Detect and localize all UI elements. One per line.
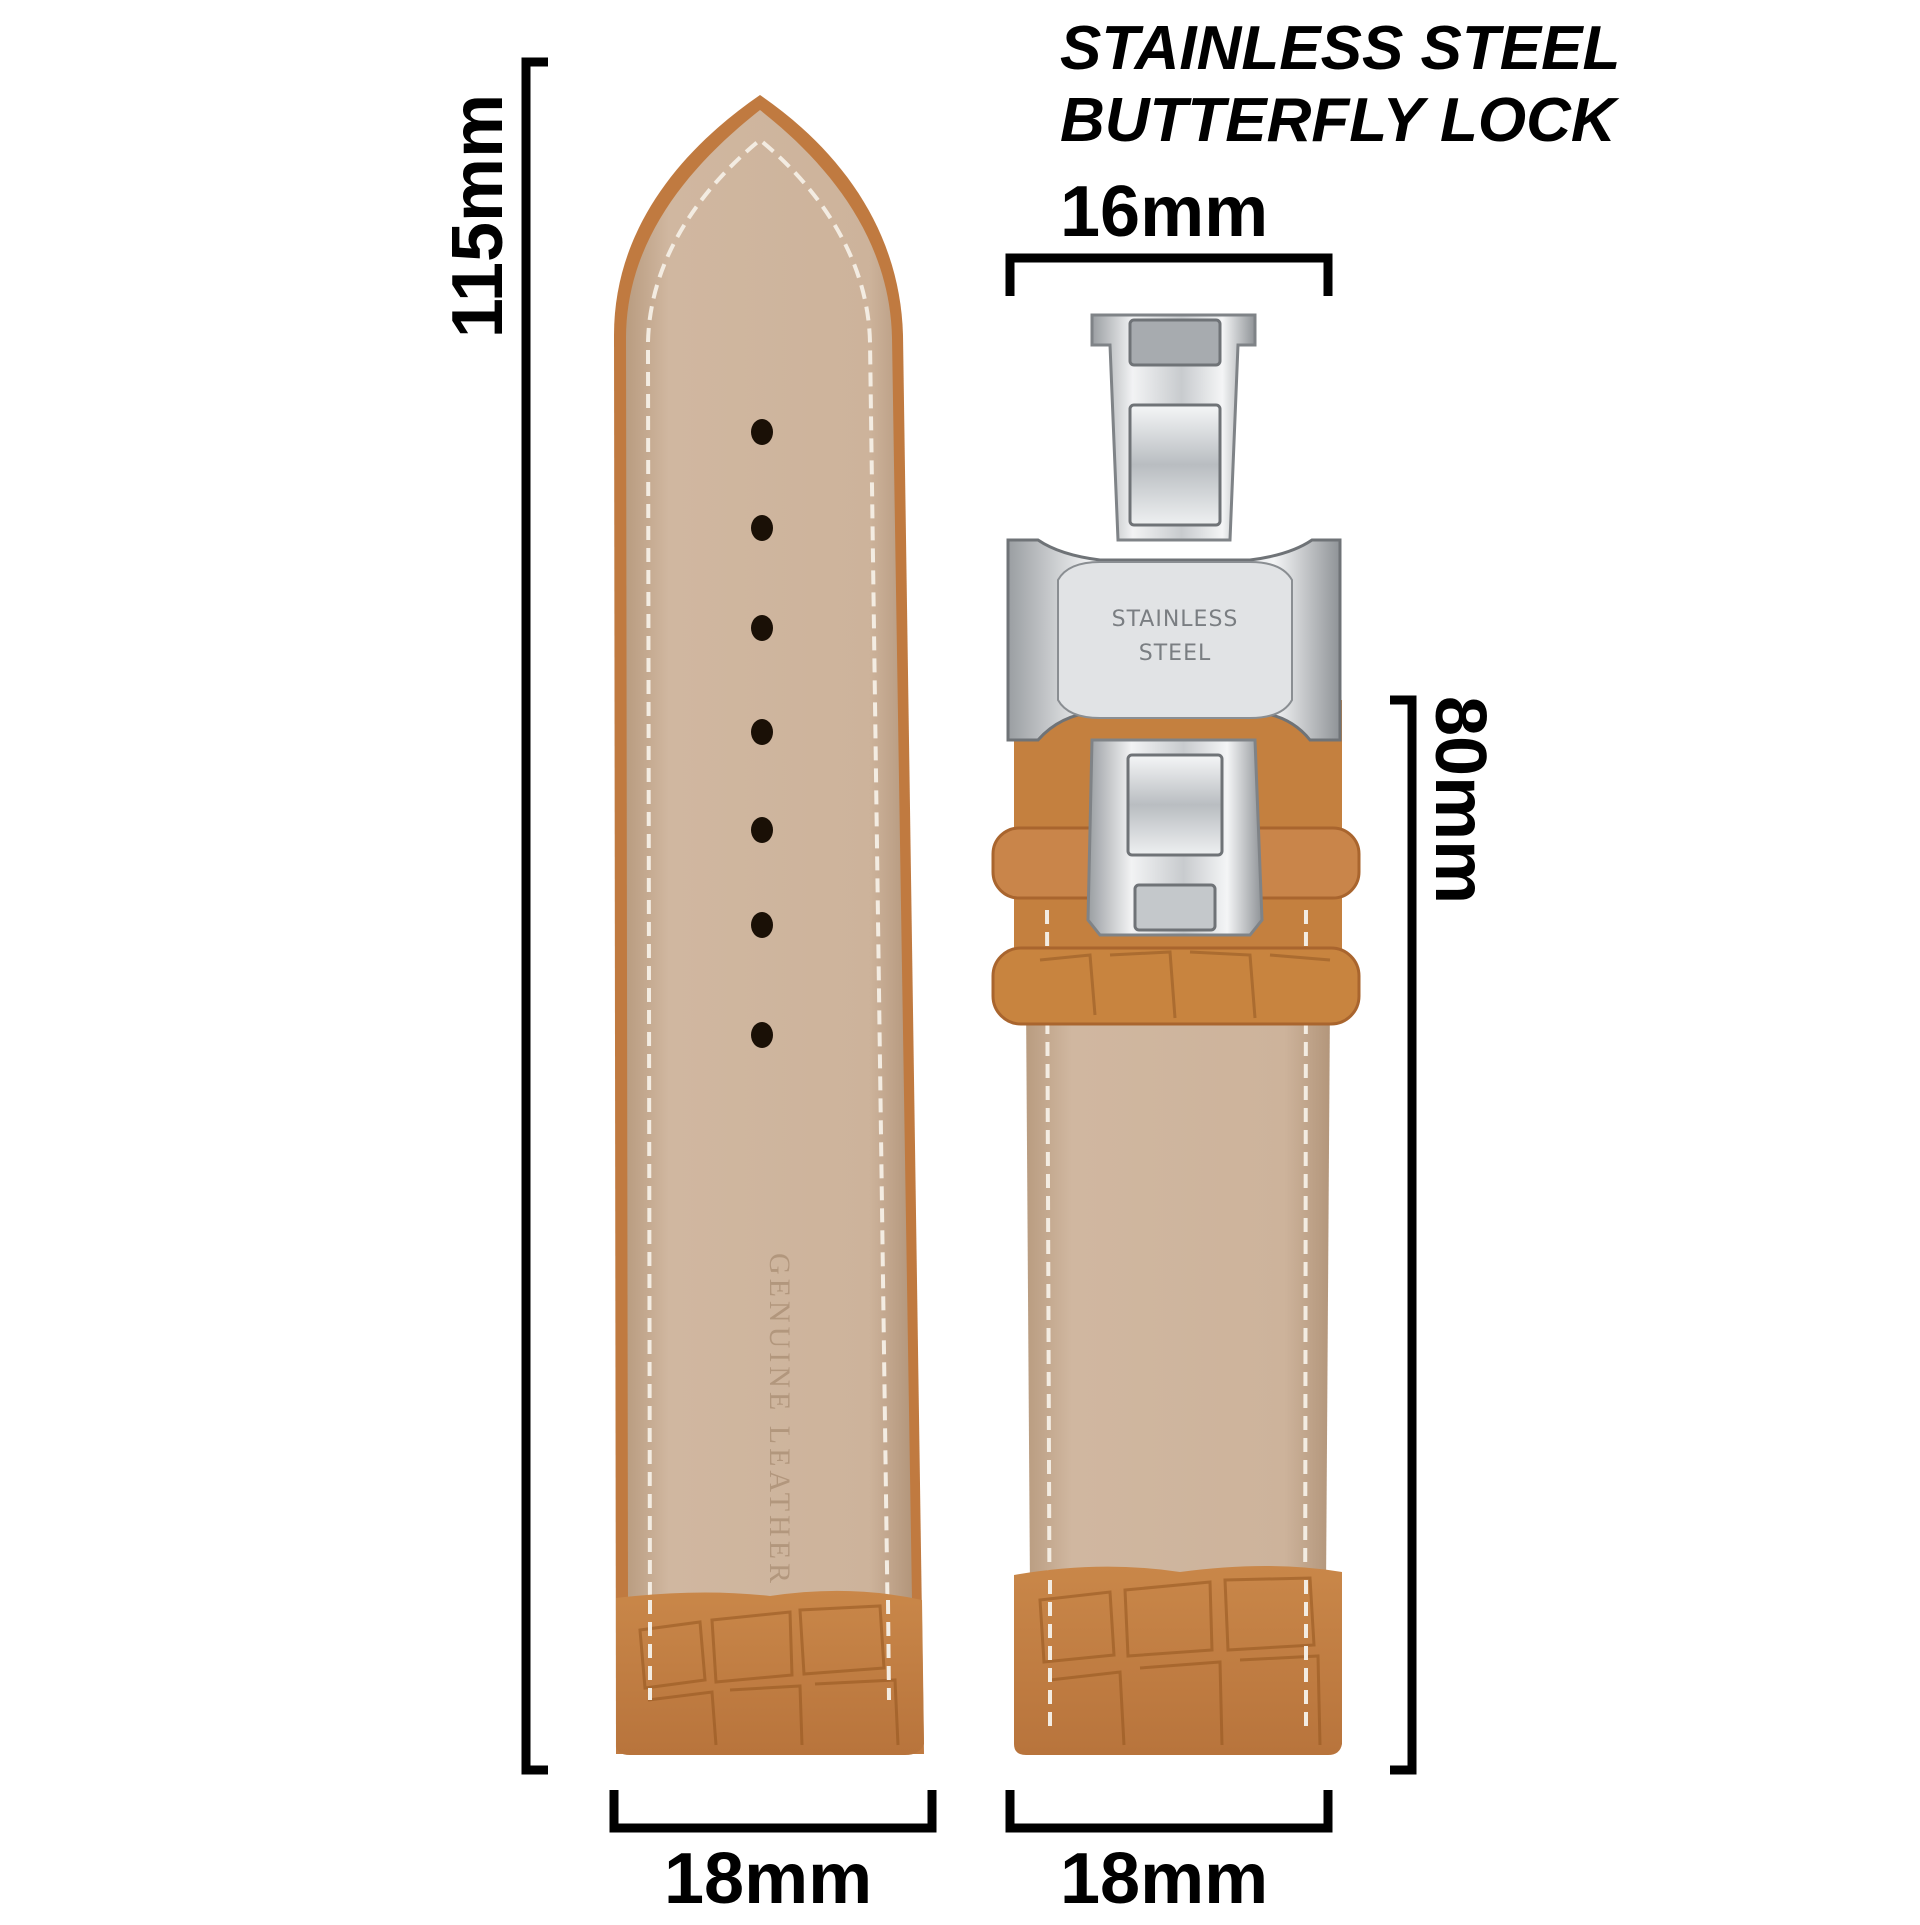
clasp-mid-slot [1128,403,1222,527]
clasp-lower-slot [1126,753,1224,857]
clasp-center-plate [1057,561,1293,719]
left-width-bracket [609,1790,937,1833]
strap-keeper-lower [991,946,1361,1026]
right-width-bracket [1005,1790,1333,1833]
left-strap-lining [626,110,912,1600]
left-strap-croc-texture [638,1604,900,1746]
length-115-bracket [521,57,548,1775]
title-line-2: BUTTERFLY LOCK [1060,86,1616,155]
right-bottom-width-label: 18mm [1060,1839,1269,1919]
clasp-top-slot [1128,318,1222,367]
strap-hole [751,419,773,445]
left-strap: GENUINE LEATHER [614,95,924,1755]
left-strap-stitching [645,137,890,1641]
right-strap-lining [1026,1000,1330,1590]
right-strap-leather-tip [1014,1566,1342,1755]
strap-hole [751,515,773,541]
dimension-brackets [521,57,1417,1833]
clasp-width-label: 16mm [1060,172,1269,252]
strap-hole [751,912,773,938]
clasp-engraving-line2: STEEL [1139,641,1211,666]
strap-hole [751,1022,773,1048]
strap-length-label: 115mm [438,93,518,339]
left-bottom-width-label: 18mm [664,1839,873,1919]
buckle-strap-length-label: 80mm [1420,696,1500,905]
strap-hole [751,817,773,843]
strap-imprint: GENUINE LEATHER [763,1253,796,1587]
butterfly-clasp: STAINLESS STEEL [1006,313,1342,937]
strap-holes [751,419,773,1048]
keeper-texture [1039,950,1331,1019]
right-strap-croc-texture [1038,1576,1322,1746]
clasp-width-bracket [1005,253,1333,296]
strap-hole [751,615,773,641]
clasp-bottom-slot [1133,883,1217,932]
left-strap-tip-stitching [648,1599,891,1701]
right-strap-tip-stitching [1048,1580,1308,1730]
clasp-engraving-line1: STAINLESS [1112,607,1239,632]
length-80-bracket [1390,695,1417,1775]
left-strap-leather-tip [616,1590,924,1755]
title-line-1: STAINLESS STEEL [1060,14,1621,83]
strap-hole [751,719,773,745]
